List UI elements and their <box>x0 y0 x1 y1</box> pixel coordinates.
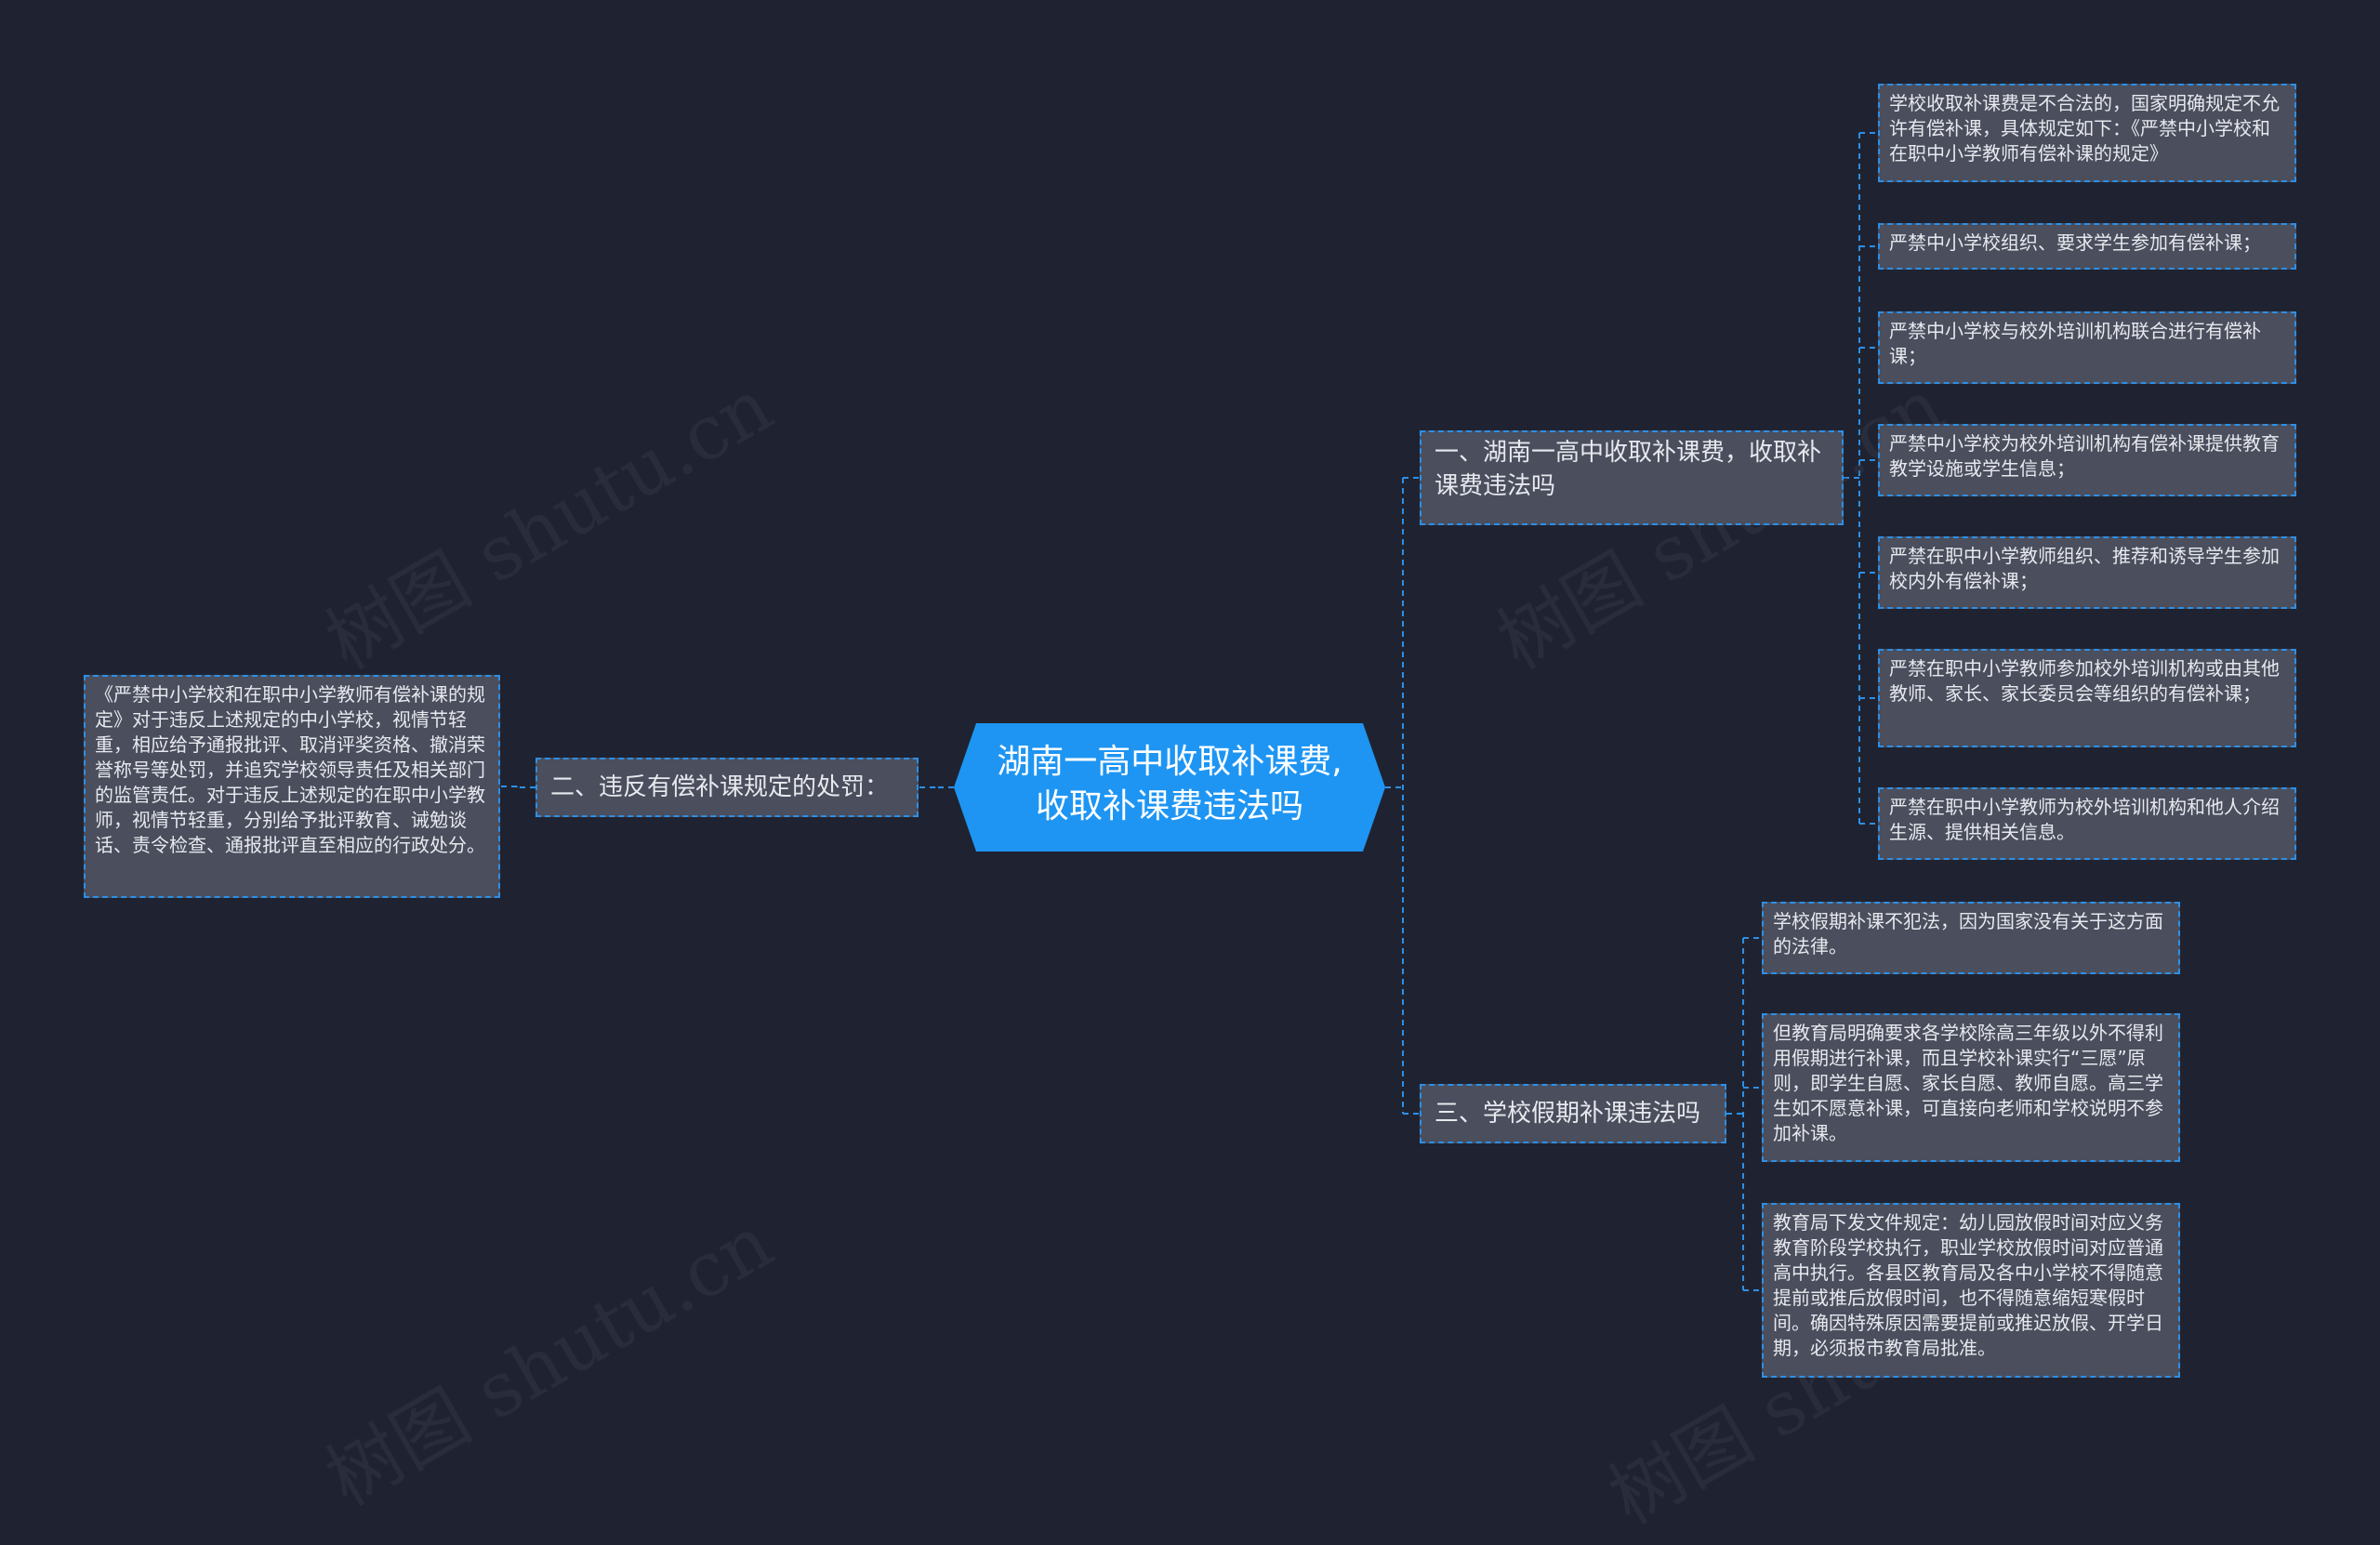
leaf-rule-5[interactable]: 严禁在职中小学教师参加校外培训机构或由其他教师、家长、家长委员会等组织的有偿补课… <box>1878 649 2296 747</box>
leaf-rule-4[interactable]: 严禁在职中小学教师组织、推荐和诱导学生参加校内外有偿补课； <box>1878 536 2296 609</box>
root-node[interactable]: 湖南一高中收取补课费,收取补课费违法吗 <box>954 723 1385 852</box>
leaf-rule-3[interactable]: 严禁中小学校为校外培训机构有偿补课提供教育教学设施或学生信息； <box>1878 424 2296 496</box>
leaf-rule-1[interactable]: 严禁中小学校组织、要求学生参加有偿补课； <box>1878 223 2296 270</box>
leaf-three-willing[interactable]: 但教育局明确要求各学校除高三年级以外不得利用假期进行补课，而且学校补课实行“三愿… <box>1762 1013 2180 1162</box>
leaf-rule-2[interactable]: 严禁中小学校与校外培训机构联合进行有偿补课； <box>1878 311 2296 384</box>
leaf-fee-illegal[interactable]: 学校收取补课费是不合法的，国家明确规定不允许有偿补课，具体规定如下：《严禁中小学… <box>1878 84 2296 182</box>
branch-holiday-tutoring[interactable]: 三、学校假期补课违法吗 <box>1420 1084 1726 1143</box>
root-shape <box>954 723 1385 852</box>
leaf-rule-6[interactable]: 严禁在职中小学教师为校外培训机构和他人介绍生源、提供相关信息。 <box>1878 787 2296 860</box>
leaf-not-illegal[interactable]: 学校假期补课不犯法，因为国家没有关于这方面的法律。 <box>1762 902 2180 974</box>
branch-is-fee-illegal[interactable]: 一、湖南一高中收取补课费，收取补课费违法吗 <box>1420 430 1844 525</box>
branch-penalties[interactable]: 二、违反有偿补课规定的处罚： <box>536 758 919 817</box>
leaf-penalties-detail[interactable]: 《严禁中小学校和在职中小学教师有偿补课的规定》对于违反上述规定的中小学校，视情节… <box>84 675 500 898</box>
root-title: 湖南一高中收取补课费,收取补课费违法吗 <box>997 743 1342 825</box>
connector-lines <box>500 132 1878 1291</box>
leaf-holiday-rules[interactable]: 教育局下发文件规定：幼儿园放假时间对应义务教育阶段学校执行，职业学校放假时间对应… <box>1762 1203 2180 1378</box>
